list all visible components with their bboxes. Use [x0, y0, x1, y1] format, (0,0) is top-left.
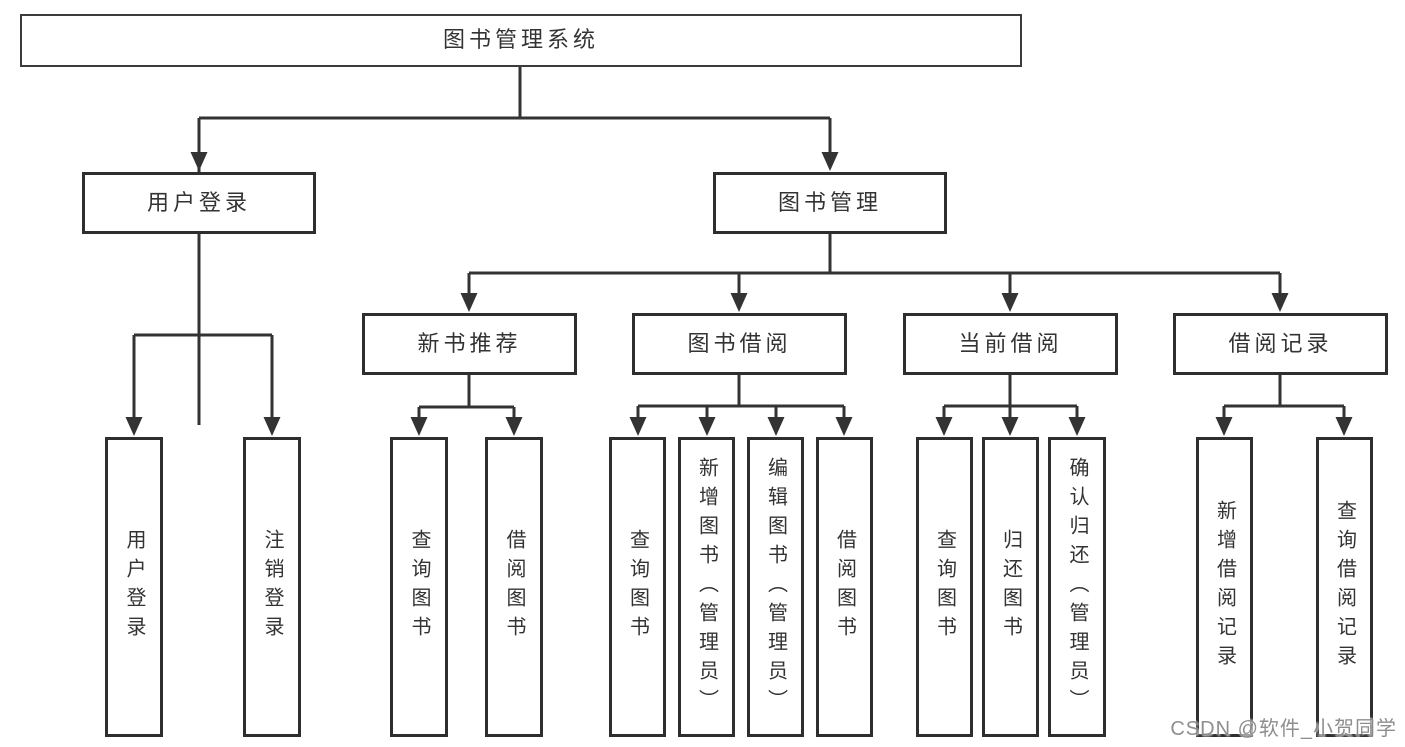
node-add-borrowing-record: 新增借阅记录: [1196, 437, 1253, 737]
node-new-book-recommendation: 新书推荐: [362, 313, 577, 375]
node-borrow-books-borrowing: 借阅图书: [816, 437, 873, 737]
arrowhead: [821, 152, 839, 171]
node-logout: 注销登录: [243, 437, 301, 737]
node-query-books-recommend: 查询图书: [390, 437, 448, 737]
arrowhead: [1068, 417, 1086, 436]
node-library-system: 图书管理系统: [20, 14, 1022, 67]
arrowhead: [730, 293, 748, 312]
arrowhead: [629, 417, 647, 436]
arrowhead: [410, 417, 428, 436]
watermark: CSDN @软件_小贺同学: [1170, 718, 1397, 740]
arrowhead: [835, 417, 853, 436]
arrowhead: [190, 152, 208, 171]
node-book-borrowing: 图书借阅: [632, 313, 847, 375]
arrowhead: [698, 417, 716, 436]
node-query-books-current: 查询图书: [916, 437, 973, 737]
arrowhead: [1215, 417, 1233, 436]
node-confirm-return-admin: 确认归还（管理员）: [1048, 437, 1106, 737]
node-borrow-books-recommend: 借阅图书: [485, 437, 543, 737]
arrowhead: [767, 417, 785, 436]
node-edit-book-admin: 编辑图书（管理员）: [747, 437, 804, 737]
node-current-borrowing: 当前借阅: [903, 313, 1118, 375]
node-query-books-borrowing: 查询图书: [609, 437, 666, 737]
arrowhead: [263, 417, 281, 436]
arrowhead: [505, 417, 523, 436]
arrowhead: [1001, 293, 1019, 312]
node-query-borrowing-record: 查询借阅记录: [1316, 437, 1373, 737]
node-add-book-admin: 新增图书（管理员）: [678, 437, 735, 737]
arrowhead: [125, 417, 143, 436]
arrowhead: [935, 417, 953, 436]
node-user-login-group: 用户登录: [82, 172, 316, 234]
node-book-management-group: 图书管理: [713, 172, 947, 234]
node-return-books: 归还图书: [982, 437, 1039, 737]
tree-edges: [132, 66, 1346, 425]
node-user-login: 用户登录: [105, 437, 163, 737]
arrowhead: [460, 293, 478, 312]
arrowhead: [1271, 293, 1289, 312]
node-borrowing-records: 借阅记录: [1173, 313, 1388, 375]
arrowhead: [1335, 417, 1353, 436]
arrowhead: [1001, 417, 1019, 436]
